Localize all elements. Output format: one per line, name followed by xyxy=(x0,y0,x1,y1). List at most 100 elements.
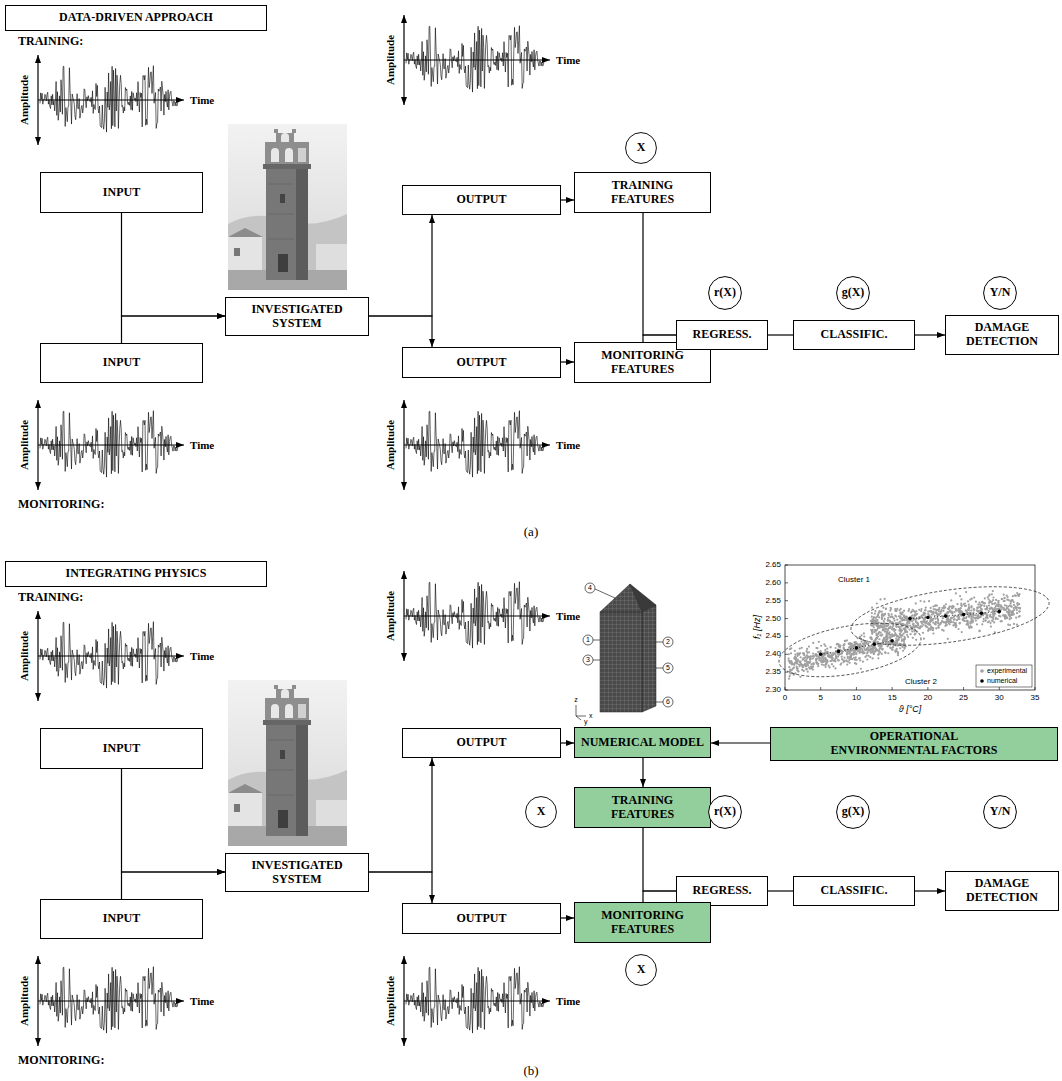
illustration-part xyxy=(809,658,811,660)
circle-outline xyxy=(709,277,742,310)
illustration-part xyxy=(908,617,912,621)
illustration-part xyxy=(834,667,836,669)
illustration-part xyxy=(995,599,997,601)
illustration-part xyxy=(843,644,845,646)
illustration-part xyxy=(899,634,901,636)
title-box: INTEGRATING PHYSICS xyxy=(5,561,267,587)
connector xyxy=(642,758,643,787)
illustration-part xyxy=(906,634,908,636)
illustration-part xyxy=(907,610,909,612)
node-text: INVESTIGATED SYSTEM xyxy=(230,859,364,887)
illustration-part xyxy=(906,622,908,624)
model-box: OPERATIONAL ENVIRONMENTAL FACTORS xyxy=(770,727,1058,761)
illustration-part xyxy=(796,666,798,668)
illustration-part xyxy=(1019,610,1021,612)
illustration-part xyxy=(958,611,960,613)
illustration-part xyxy=(960,598,962,600)
illustration-part xyxy=(956,603,958,605)
illustration-part xyxy=(912,623,914,625)
illustration-part xyxy=(973,609,975,611)
illustration-part xyxy=(997,600,999,602)
axis-label: Amplitude xyxy=(384,591,396,641)
illustration-part xyxy=(975,614,977,616)
illustration-part xyxy=(857,637,859,639)
illustration-part xyxy=(940,610,942,612)
illustration-part xyxy=(973,614,975,616)
illustration-part xyxy=(630,584,656,612)
illustration-part xyxy=(849,645,851,647)
illustration-part xyxy=(970,609,972,611)
illustration-part xyxy=(880,646,882,648)
node-text: TRAINING FEATURES xyxy=(593,179,693,207)
node-text: OUTPUT xyxy=(456,356,506,370)
illustration-part xyxy=(801,647,803,649)
illustration-part xyxy=(896,640,898,642)
illustration-part xyxy=(988,610,990,612)
illustration-part xyxy=(830,646,832,648)
illustration-part xyxy=(1014,606,1016,608)
illustration-part xyxy=(978,630,980,632)
illustration-part xyxy=(909,625,911,627)
illustration-part xyxy=(820,650,822,652)
illustration-part xyxy=(812,642,814,644)
illustration-part xyxy=(960,607,962,609)
process-box: INPUT xyxy=(40,172,203,213)
illustration-part xyxy=(1011,599,1013,601)
illustration-part xyxy=(924,609,926,611)
axis-label: Amplitude xyxy=(384,35,396,85)
illustration-part xyxy=(785,565,1035,690)
illustration-part xyxy=(576,583,673,720)
illustration-part xyxy=(815,654,817,656)
illustration-part xyxy=(850,658,852,660)
illustration-part xyxy=(999,620,1001,622)
illustration-part xyxy=(826,648,828,650)
illustration-part xyxy=(992,590,994,592)
illustration-part xyxy=(1018,611,1020,613)
illustration-part xyxy=(877,654,879,656)
illustration-part xyxy=(805,665,807,667)
illustration-part xyxy=(827,655,829,657)
illustration-part xyxy=(809,656,811,658)
illustration-part xyxy=(972,614,974,616)
illustration-part xyxy=(965,620,967,622)
illustration-part xyxy=(952,624,954,626)
connector xyxy=(369,316,432,347)
illustration-part xyxy=(940,623,942,625)
illustration-part xyxy=(901,634,903,636)
illustration-part xyxy=(904,638,906,640)
illustration-part xyxy=(1009,624,1011,626)
illustration-part xyxy=(937,622,939,624)
callout-number: 4 xyxy=(588,584,592,592)
illustration-part xyxy=(922,614,924,616)
illustration-part xyxy=(968,612,970,614)
tick-label: 2.45 xyxy=(765,632,781,641)
illustration-part xyxy=(1003,597,1005,599)
panel-label: (b) xyxy=(523,1064,538,1078)
illustration-part xyxy=(1000,608,1002,610)
illustration-part xyxy=(825,661,827,663)
process-box: CLASSIFIC. xyxy=(793,876,915,906)
illustration-part xyxy=(38,611,184,701)
illustration-part xyxy=(959,622,961,624)
illustration-part xyxy=(875,624,877,626)
illustration-part xyxy=(995,617,997,619)
illustration-part xyxy=(890,608,892,610)
illustration-part xyxy=(893,634,895,636)
circle-outline xyxy=(837,277,870,310)
connector xyxy=(643,213,676,335)
illustration-part xyxy=(965,609,967,611)
illustration-part xyxy=(949,623,951,625)
callout-number: 1 xyxy=(586,636,590,644)
illustration-part xyxy=(995,609,997,611)
illustration-part xyxy=(819,653,821,655)
illustration-part xyxy=(964,602,966,604)
illustration-part xyxy=(864,656,866,658)
illustration-part xyxy=(820,661,822,663)
illustration-part xyxy=(576,705,586,720)
illustration-part xyxy=(829,656,831,658)
illustration-part xyxy=(911,610,913,612)
illustration-part xyxy=(881,648,883,650)
illustration-part xyxy=(973,609,975,611)
illustration-part xyxy=(1010,599,1012,601)
